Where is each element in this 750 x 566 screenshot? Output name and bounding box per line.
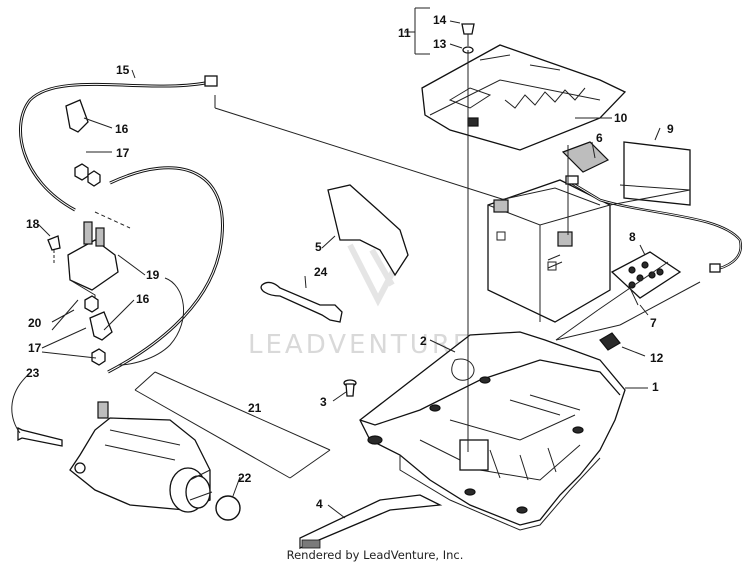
callout-4: 4 bbox=[316, 497, 323, 511]
watermark-text: LEADVENTURE bbox=[248, 330, 472, 360]
retainer-clip bbox=[599, 332, 621, 351]
callout-3: 3 bbox=[320, 395, 327, 409]
battery bbox=[487, 179, 611, 323]
callout-1: 1 bbox=[652, 380, 659, 394]
battery-label-sheet bbox=[623, 141, 691, 206]
terminal-nuts bbox=[74, 163, 106, 366]
callout-14: 14 bbox=[433, 13, 447, 27]
starter-bolt bbox=[17, 426, 63, 447]
starter-solenoid bbox=[67, 221, 119, 305]
callout-17b: 17 bbox=[28, 341, 42, 355]
push-rivet bbox=[343, 379, 357, 397]
callout-17a: 17 bbox=[116, 146, 130, 160]
callout-23: 23 bbox=[26, 366, 40, 380]
terminal-boot-upper bbox=[65, 99, 89, 133]
callout-5: 5 bbox=[315, 240, 322, 254]
callout-6: 6 bbox=[596, 131, 603, 145]
callout-13: 13 bbox=[433, 37, 447, 51]
battery-pad bbox=[561, 141, 610, 173]
watermark-logo bbox=[347, 243, 401, 307]
callout-18: 18 bbox=[26, 217, 40, 231]
battery-tray bbox=[359, 331, 626, 531]
solenoid-bolt bbox=[47, 235, 61, 251]
starter-cable-19 bbox=[107, 166, 224, 374]
terminal-boot-lower bbox=[89, 311, 113, 341]
callout-2: 2 bbox=[420, 334, 427, 348]
starter-motor bbox=[69, 401, 213, 513]
callouts: 1 2 3 4 5 6 7 8 9 10 11 12 13 14 15 16 1… bbox=[26, 13, 674, 511]
callout-21: 21 bbox=[248, 401, 262, 415]
callout-9: 9 bbox=[667, 122, 674, 136]
callout-10: 10 bbox=[614, 111, 628, 125]
callout-20: 20 bbox=[28, 316, 42, 330]
callout-12: 12 bbox=[650, 351, 664, 365]
callout-8: 8 bbox=[629, 230, 636, 244]
callout-19: 19 bbox=[146, 268, 160, 282]
callout-24: 24 bbox=[314, 265, 328, 279]
bolt-washer bbox=[461, 23, 475, 54]
heat-shield bbox=[327, 184, 409, 277]
footer-credit: Rendered by LeadVenture, Inc. bbox=[286, 548, 464, 562]
o-ring bbox=[215, 495, 241, 521]
callout-11: 11 bbox=[398, 26, 411, 40]
callout-16a: 16 bbox=[115, 122, 129, 136]
hardware-kit bbox=[610, 251, 682, 299]
battery-cover bbox=[421, 44, 627, 151]
callout-15: 15 bbox=[116, 63, 130, 77]
callout-7: 7 bbox=[650, 316, 657, 330]
leader-lines bbox=[11, 7, 661, 519]
guide-lines bbox=[94, 50, 701, 479]
callout-16b: 16 bbox=[136, 292, 150, 306]
spanner-wrench bbox=[260, 281, 343, 323]
callout-22: 22 bbox=[238, 471, 252, 485]
